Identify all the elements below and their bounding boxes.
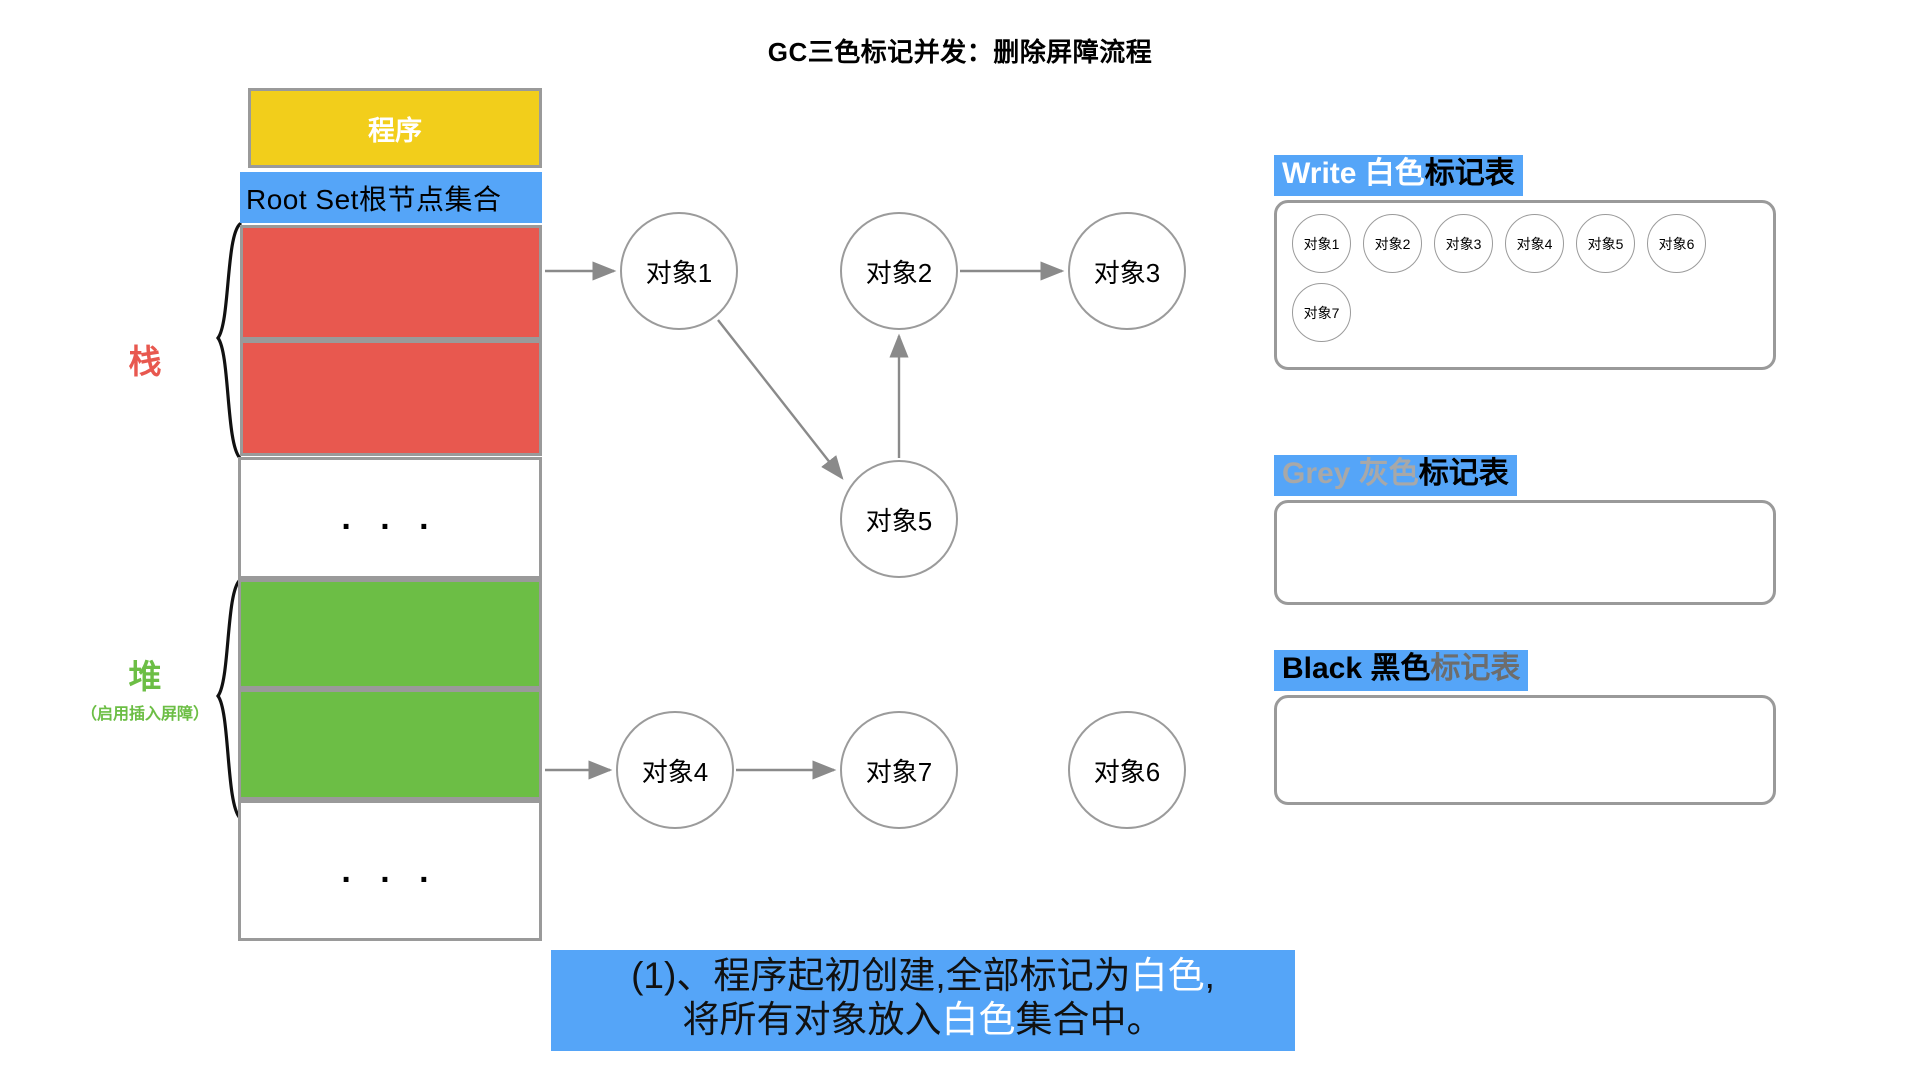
mark-chip[interactable]: 对象2 bbox=[1363, 214, 1422, 273]
mark-chip[interactable]: 对象6 bbox=[1647, 214, 1706, 273]
caption-line2-highlight: 白色 bbox=[941, 998, 1016, 1040]
object-node[interactable]: 对象4 bbox=[616, 711, 734, 829]
heap-cell bbox=[238, 689, 542, 800]
stack-frame-cell bbox=[240, 340, 542, 456]
grey-mark-table-title: Grey 灰色标记表 bbox=[1274, 455, 1517, 496]
caption-line2-a: 将所有对象放入 bbox=[682, 998, 942, 1040]
heap-cell bbox=[238, 579, 542, 689]
mark-chip[interactable]: 对象7 bbox=[1292, 283, 1351, 342]
stack-ellipsis-cell: . . . bbox=[238, 457, 542, 579]
caption-line1-a: (1)、程序起初创建,全部标记为 bbox=[631, 955, 1131, 996]
object-node[interactable]: 对象2 bbox=[840, 212, 958, 330]
stack-frame-cell bbox=[240, 225, 542, 340]
white-table-colored-label: 白色 bbox=[1364, 157, 1425, 190]
black-table-eng-label: Black bbox=[1282, 652, 1371, 685]
object-node[interactable]: 对象5 bbox=[840, 460, 958, 578]
stack-brace bbox=[216, 222, 242, 460]
mark-chip[interactable]: 对象5 bbox=[1576, 214, 1635, 273]
grey-mark-table-box bbox=[1274, 500, 1776, 605]
heap-ellipsis-cell: . . . bbox=[238, 800, 542, 941]
heap-label: 堆 bbox=[128, 658, 162, 695]
caption-line2-b: 集合中。 bbox=[1015, 998, 1164, 1040]
grey-table-eng-label: Grey bbox=[1282, 457, 1359, 490]
black-mark-table-title: Black 黑色标记表 bbox=[1274, 650, 1529, 691]
heap-brace bbox=[216, 578, 242, 820]
program-box: 程序 bbox=[248, 88, 542, 168]
white-table-eng-label: Write bbox=[1282, 157, 1365, 190]
heap-sublabel: （启用插入屏障） bbox=[80, 706, 209, 723]
mark-chip[interactable]: 对象4 bbox=[1505, 214, 1564, 273]
white-mark-table-title: Write 白色标记表 bbox=[1274, 155, 1523, 196]
object-node[interactable]: 对象3 bbox=[1068, 212, 1186, 330]
mark-chip[interactable]: 对象3 bbox=[1434, 214, 1493, 273]
caption-line1-highlight: 白色 bbox=[1130, 955, 1205, 996]
grey-table-colored-label: 灰色 bbox=[1358, 457, 1419, 490]
caption-line1-b: , bbox=[1204, 955, 1215, 996]
step-caption: (1)、程序起初创建,全部标记为白色, 将所有对象放入白色集合中。 bbox=[551, 950, 1295, 1052]
black-table-colored-label: 黑色 bbox=[1370, 652, 1431, 685]
page-title: GC三色标记并发：删除屏障流程 bbox=[767, 37, 1153, 67]
mark-chip[interactable]: 对象1 bbox=[1292, 214, 1351, 273]
object-node[interactable]: 对象7 bbox=[840, 711, 958, 829]
root-set-box: Root Set根节点集合 bbox=[240, 172, 542, 223]
object-node[interactable]: 对象6 bbox=[1068, 711, 1186, 829]
grey-table-plain-label: 标记表 bbox=[1418, 457, 1509, 490]
object-node[interactable]: 对象1 bbox=[620, 212, 738, 330]
stack-label: 栈 bbox=[128, 343, 162, 380]
white-mark-table-items: 对象1 对象2 对象3 对象4 对象5 对象6 对象7 bbox=[1274, 200, 1776, 370]
edge-obj1-to-obj5 bbox=[717, 319, 844, 480]
black-mark-table-box bbox=[1274, 695, 1776, 805]
white-table-plain-label: 标记表 bbox=[1424, 157, 1515, 190]
black-table-plain-label: 标记表 bbox=[1430, 652, 1521, 685]
